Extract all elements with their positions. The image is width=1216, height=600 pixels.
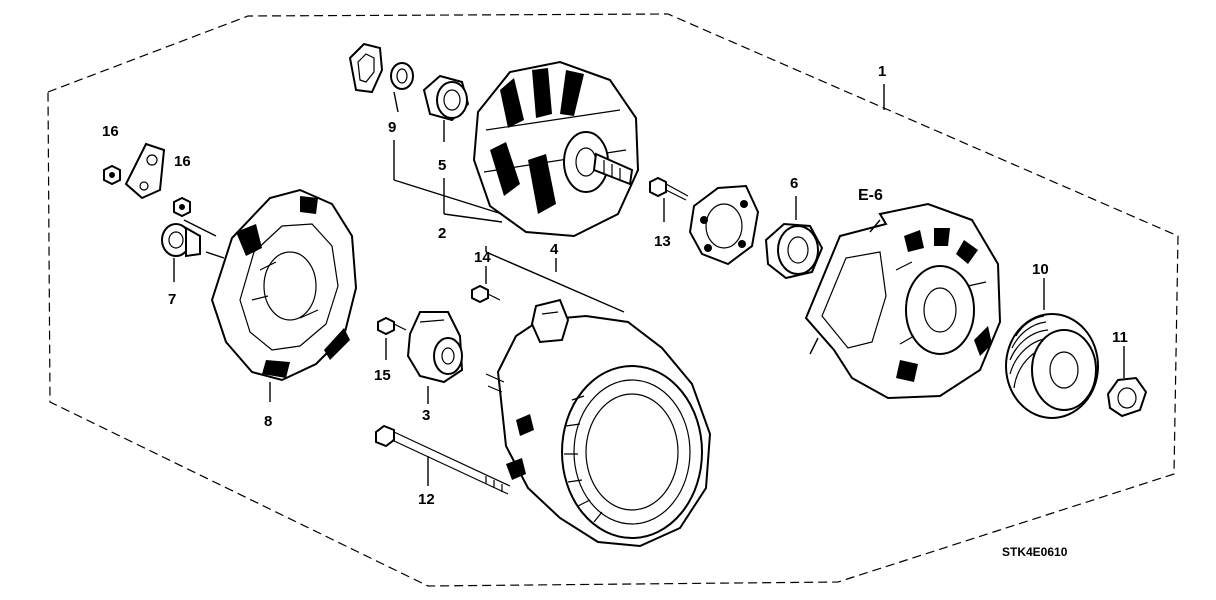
- callout-15: 15: [374, 367, 391, 384]
- callout-2: 2: [438, 225, 446, 242]
- nut-16a-part: [103, 164, 121, 186]
- ring-9-part: [390, 62, 414, 90]
- callout-5: 5: [438, 157, 446, 174]
- terminal-insulator-part: [161, 223, 201, 258]
- callout-16-right: 16: [174, 153, 191, 170]
- callout-16-left: 16: [102, 123, 119, 140]
- pulley-part: [1005, 313, 1099, 419]
- screw-14-part: [471, 284, 501, 304]
- callout-6: 6: [790, 175, 798, 192]
- seal-part: [348, 42, 384, 94]
- rear-cover-part: [210, 188, 358, 382]
- leader-lines: [173, 84, 1125, 486]
- callout-9: 9: [388, 119, 396, 136]
- nut-16b-part: [173, 196, 191, 218]
- assembly-boundary: [47, 13, 1179, 587]
- pulley-nut-part: [1106, 376, 1148, 418]
- rotor-part: [472, 60, 640, 238]
- bolt-13-part: [649, 176, 689, 201]
- callout-4: 4: [550, 241, 559, 258]
- callout-11: 11: [1112, 329, 1128, 346]
- brush-holder-part: [406, 311, 464, 384]
- front-housing-part: [804, 202, 1002, 400]
- callout-1: 1: [878, 63, 886, 80]
- callout-10: 10: [1032, 261, 1049, 278]
- retainer-plate-part: [688, 184, 760, 266]
- through-bolt-part: [375, 424, 511, 495]
- callout-12: 12: [418, 491, 435, 508]
- callout-8: 8: [264, 413, 272, 430]
- callout-13: 13: [654, 233, 671, 250]
- bracket-part: [124, 142, 166, 200]
- callout-3: 3: [422, 407, 430, 424]
- screw-15-part: [377, 316, 407, 336]
- bearing-5-part: [422, 74, 470, 122]
- callout-7: 7: [168, 291, 176, 308]
- callout-14: 14: [474, 249, 491, 266]
- diagram-code: STK4E0610: [1002, 545, 1068, 559]
- reference-label: E-6: [858, 187, 883, 204]
- bearing-6-part: [764, 222, 824, 280]
- stator-part: [485, 298, 712, 548]
